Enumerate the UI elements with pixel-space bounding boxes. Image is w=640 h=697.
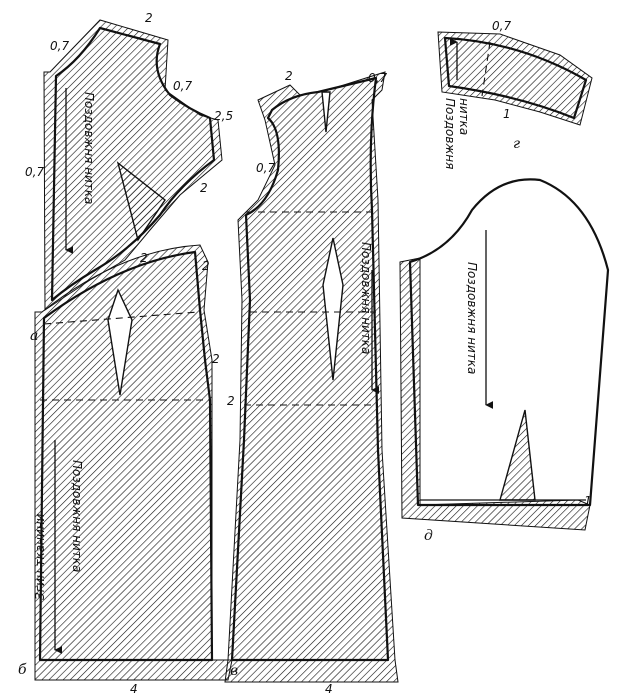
front-armhole-allowance: 0,7 <box>256 161 275 175</box>
back-skirt-piece: Поздовжня нитка Згин тканини а б 2 2 2 4 <box>18 244 233 696</box>
point-v-label: в <box>230 663 238 679</box>
point-g-label: г <box>513 136 520 152</box>
sleeve-elbow-dart <box>499 409 536 501</box>
skirt-waist-dart <box>107 288 133 396</box>
back-grain-label: Поздовжня нитка <box>82 92 96 204</box>
sleeve-grain-label: Поздовжня нитка <box>465 262 479 374</box>
back-shoulder-allowance: 2 <box>145 11 153 25</box>
front-shoulder-allowance: 2 <box>285 69 293 83</box>
skirt-waist-allowance: 2 <box>140 251 148 265</box>
sleeve-hem-allowance: 1 <box>584 494 592 508</box>
skirt-side-allowance-2: 2 <box>212 352 220 366</box>
point-b-label: б <box>18 662 27 678</box>
front-neck-allowance: 0,7 <box>368 71 387 85</box>
back-waist-dart <box>116 161 166 242</box>
front-neck-dart <box>321 91 331 133</box>
front-grain-label: Поздовжня нитка <box>359 242 373 354</box>
skirt-grain-label: Поздовжня нитка <box>70 460 84 572</box>
front-side-allowance: 2 <box>227 394 235 408</box>
back-side-allowance: 2,5 <box>214 109 233 123</box>
front-waist-dart <box>322 237 344 381</box>
collar-grain-label-2: нитка <box>457 98 471 135</box>
fold-label: Згин тканини <box>33 513 47 600</box>
skirt-side-allowance-1: 2 <box>202 259 210 273</box>
collar-piece: Поздовжня нитка 0,7 1 г <box>437 19 593 169</box>
collar-grain-label-1: Поздовжня <box>443 98 457 169</box>
back-bodice-piece: Поздовжня нитка 0,7 2 0,7 2,5 0,7 2 <box>25 11 233 311</box>
point-a-label: а <box>30 328 38 344</box>
front-hem-allowance: 4 <box>325 682 333 696</box>
front-piece: Поздовжня нитка 2 0,7 0,7 2 в 4 <box>224 69 399 696</box>
collar-allowance-bottom: 1 <box>503 107 511 121</box>
point-d-label: д <box>424 528 433 544</box>
collar-allowance-top: 0,7 <box>492 19 511 33</box>
back-dart-allowance: 2 <box>200 181 208 195</box>
back-centre-allowance: 0,7 <box>25 165 44 179</box>
skirt-hem-allowance: 4 <box>130 682 138 696</box>
back-armhole-allowance: 0,7 <box>173 79 192 93</box>
sleeve-piece: Поздовжня нитка д 1 <box>399 178 610 544</box>
back-neck-allowance: 0,7 <box>50 39 69 53</box>
